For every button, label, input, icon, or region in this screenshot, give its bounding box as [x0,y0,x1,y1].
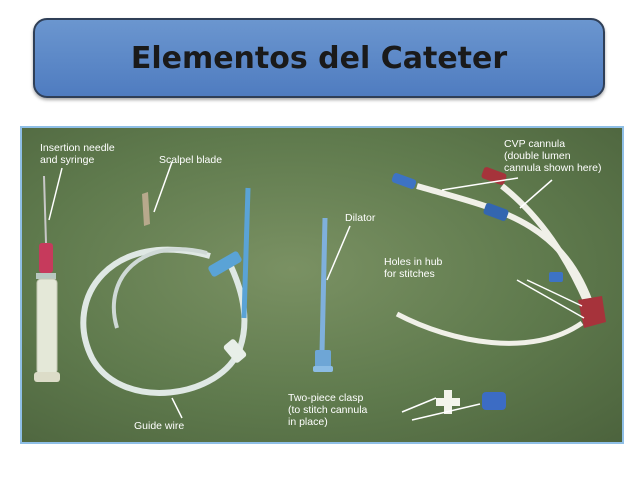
label-dilator: Dilator [345,212,376,224]
label-cvp-cannula: CVP cannula (double lumen cannula shown … [504,138,602,174]
guide-wire [80,187,251,396]
label-insertion-needle: Insertion needle and syringe [40,142,115,166]
dilator [313,217,333,372]
title-box: Elementos del Cateter [33,18,605,98]
label-guide-wire: Guide wire [134,420,185,432]
slide-title: Elementos del Cateter [130,40,508,76]
label-holes-in-hub: Holes in hub for stitches [384,256,443,280]
catheter-photo: Insertion needle and syringe Scalpel bla… [20,126,624,444]
two-piece-clasp [436,390,506,414]
label-two-piece-clasp: Two-piece clasp (to stitch cannula in pl… [288,392,368,428]
cvp-cannula [391,167,606,346]
label-scalpel-blade: Scalpel blade [159,154,223,166]
catheter-illustration [34,161,606,421]
syringe [34,175,60,382]
scalpel-blade [142,192,150,226]
annotation-arrows [48,161,585,421]
